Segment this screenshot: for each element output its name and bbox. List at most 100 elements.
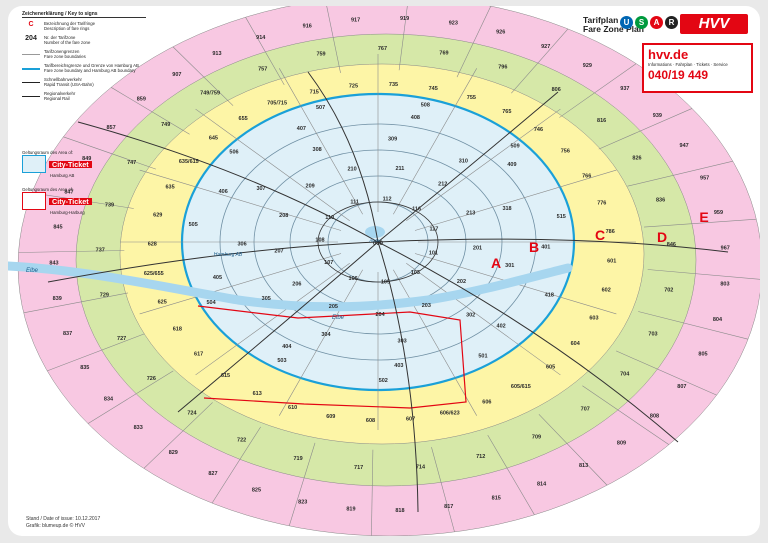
zone-label-957: 957 — [700, 176, 709, 182]
zone-label-805: 805 — [698, 351, 707, 357]
zone-label-827: 827 — [208, 471, 217, 477]
zone-label-937: 937 — [620, 86, 629, 92]
zone-label-655: 655 — [239, 116, 248, 122]
zone-label-857: 857 — [106, 125, 115, 131]
zone-boundary-spoke-outer — [615, 350, 717, 396]
zone-label-947: 947 — [680, 143, 689, 149]
area-label-3: Alster — [368, 238, 381, 243]
zone-label-776: 776 — [597, 201, 606, 207]
ring-label-d: D — [657, 229, 667, 245]
legend-symbol-text: C — [28, 21, 34, 28]
zone-label-967: 967 — [721, 246, 730, 252]
legend-text-en: Rapid Transit (USA-Bahn) — [44, 82, 94, 87]
zone-boundary-spoke — [406, 262, 561, 376]
zone-boundary-spoke — [279, 269, 363, 416]
zone-label-717: 717 — [354, 465, 363, 471]
zone-boundary-spoke — [393, 269, 477, 416]
zone-label-757: 757 — [258, 67, 267, 73]
zone-label-836: 836 — [656, 197, 665, 203]
city-ticket-ab-swatch — [22, 155, 46, 173]
zone-label-767: 767 — [378, 46, 387, 52]
zone-boundary-spoke-outer — [371, 449, 374, 536]
fare-zone-map: 0001011031051061071081101111121161172012… — [8, 6, 760, 536]
rail-line — [47, 241, 379, 283]
zone-boundary-spoke-outer — [326, 6, 341, 73]
rail-network — [47, 71, 729, 513]
map-title-en: Fare Zone Plan — [583, 23, 644, 34]
zone-label-401: 401 — [541, 244, 550, 250]
legend-text-en: Fare zone boundary and Hamburg AB bounda… — [44, 68, 136, 73]
zone-label-839: 839 — [53, 296, 62, 302]
rail-line — [177, 241, 379, 413]
zone-boundary-spoke-outer — [143, 402, 213, 469]
hvv-website[interactable]: hvv.de — [648, 47, 689, 62]
zone-label-825: 825 — [252, 488, 261, 494]
zone-number-labels: 0001011031051061071081101111121161172012… — [49, 16, 729, 514]
zone-label-107: 107 — [324, 260, 333, 266]
zone-label-211: 211 — [395, 166, 404, 172]
zone-label-745: 745 — [429, 86, 438, 92]
zone-boundary-spoke — [195, 262, 350, 376]
zone-label-508: 508 — [421, 103, 430, 109]
zone-label-501: 501 — [478, 354, 487, 360]
zone-label-606: 606 — [482, 400, 491, 406]
map-footer: Stand / Date of issue: 10.12.2017 Grafik… — [26, 516, 100, 530]
zone-label-714: 714 — [416, 464, 426, 470]
zone-boundary-spoke-outer — [211, 426, 261, 504]
zone-label-707: 707 — [581, 407, 590, 413]
zone-label-601: 601 — [607, 258, 616, 264]
zone-label-923: 923 — [449, 20, 458, 26]
rail-regional-swatch — [22, 92, 40, 98]
legend-text-de: Schnellbahnverkehr — [44, 77, 82, 82]
legend-text-de: Bezeichnung der Tarifringe — [44, 21, 96, 26]
ring-label-c: C — [595, 227, 605, 243]
rail-line — [377, 241, 419, 513]
zone-label-926: 926 — [496, 30, 505, 36]
zone-boundary-spoke-outer — [110, 87, 190, 135]
zone-label-765: 765 — [502, 109, 511, 115]
rail-rapid-swatch — [22, 78, 40, 84]
line-grey-swatch-line — [22, 54, 40, 56]
zone-label-847: 847 — [64, 189, 73, 195]
zone-label-749/759: 749/759 — [200, 90, 220, 96]
zone-label-503: 503 — [277, 358, 286, 364]
zone-label-826: 826 — [632, 155, 641, 161]
zone-label-837: 837 — [63, 331, 72, 337]
zone-label-702: 702 — [664, 287, 673, 293]
zone-label-818: 818 — [395, 508, 404, 514]
zone-boundary-spoke-outer — [582, 385, 670, 445]
legend-text-en: Fare zone boundaries — [44, 54, 86, 59]
zone-label-715: 715 — [310, 89, 319, 95]
zone-label-306: 306 — [237, 242, 246, 248]
zone-label-916: 916 — [303, 24, 312, 30]
rail-line — [377, 238, 729, 253]
zone-label-604: 604 — [571, 341, 581, 347]
zone-label-635: 635 — [165, 185, 174, 191]
zone-label-610: 610 — [288, 405, 297, 411]
zone-label-607: 607 — [406, 417, 415, 423]
zone-label-756: 756 — [561, 149, 570, 155]
zone-label-917: 917 — [351, 17, 360, 23]
area-label-2: Elbe — [332, 315, 345, 321]
zone-label-845: 845 — [53, 224, 62, 230]
zone-label-418: 418 — [545, 293, 554, 299]
hvv-phone[interactable]: 040/19 449 — [648, 68, 709, 82]
zone-boundary-spoke-outer — [398, 6, 408, 71]
city-ticket-label: City-Ticket — [49, 160, 92, 168]
alster-lake — [365, 226, 385, 238]
zone-label-203: 203 — [422, 303, 431, 309]
zone-label-613: 613 — [253, 391, 262, 397]
zone-boundary-spoke-outer — [511, 28, 569, 94]
zone-label-112: 112 — [383, 197, 392, 203]
zone-label-111: 111 — [350, 200, 359, 206]
ring-label-b: B — [529, 239, 539, 255]
zone-label-907: 907 — [172, 72, 181, 78]
zone-label-302: 302 — [466, 313, 475, 319]
zone-boundary-spoke-outer — [559, 63, 637, 118]
zone-label-615: 615 — [221, 373, 230, 379]
zone-label-605: 605 — [546, 364, 555, 370]
